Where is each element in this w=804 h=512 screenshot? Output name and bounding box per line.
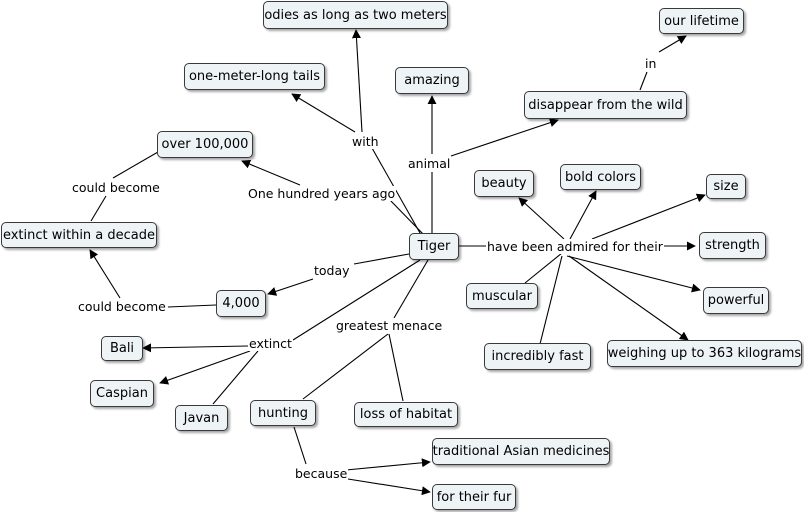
node-javan[interactable]: Javan [175,405,228,431]
node-weighing[interactable]: weighing up to 363 kilograms [607,340,802,367]
node-loss-of-habitat[interactable]: loss of habitat [354,402,458,427]
link-greatest-menace: greatest menace [335,318,444,333]
node-tiger[interactable]: Tiger [409,233,459,260]
node-bold-colors[interactable]: bold colors [560,164,641,190]
node-disappear[interactable]: disappear from the wild [524,91,687,119]
link-extinct: extinct [248,336,293,351]
node-hunting[interactable]: hunting [250,400,316,426]
node-beauty[interactable]: beauty [474,170,534,197]
connector-line [393,259,429,319]
link-with: with [351,134,380,149]
connector-arrow [518,197,565,240]
node-muscular[interactable]: muscular [466,283,538,309]
connector-line [387,197,426,237]
node-powerful[interactable]: powerful [703,287,769,314]
connector-arrow [159,350,251,385]
connector-line [302,333,389,400]
connector-arrow [267,278,314,296]
node-amazing[interactable]: amazing [395,67,469,94]
connector-line [524,252,563,284]
node-our-lifetime[interactable]: our lifetime [659,8,744,34]
node-strength[interactable]: strength [699,232,766,259]
connector-line [388,333,404,402]
connector-arrow [658,35,687,53]
connector-line [112,151,159,179]
connector-arrow [291,93,356,133]
connector-line [293,426,307,465]
link-could-become-top: could become [71,180,161,195]
connector-arrow [351,29,363,133]
connector-line [212,350,259,405]
connector-arrow [566,255,701,293]
connector-arrow [241,159,301,186]
connector-line [167,304,217,308]
connector-line [639,71,648,91]
node-over-100000[interactable]: over 100,000 [157,131,253,158]
node-incredibly-fast[interactable]: incredibly fast [484,343,591,370]
connector-arrow [569,190,597,240]
connector-line [292,259,421,341]
connector-line [539,255,563,345]
link-hundred-years-ago: One hundred years ago [247,186,397,201]
node-bali[interactable]: Bali [101,336,143,361]
link-animal: animal [407,156,452,171]
node-size[interactable]: size [706,174,746,199]
connector-line [90,195,107,222]
node-4000[interactable]: 4,000 [216,290,266,317]
link-because: because [294,466,349,481]
link-today: today [313,263,351,278]
node-tails[interactable]: one-meter-long tails [184,63,325,90]
node-traditional-medicines[interactable]: traditional Asian medicines [432,438,610,465]
connector-arrow [89,249,121,299]
node-bodies[interactable]: odies as long as two meters [263,1,448,29]
link-admired: have been admired for their [486,239,664,254]
connector-arrow [568,255,689,341]
connector-line [353,253,410,265]
connector-arrow [347,478,431,496]
connector-arrow [450,118,559,157]
connector-arrow [345,458,431,471]
node-caspian[interactable]: Caspian [90,380,154,407]
connector-arrow [142,343,249,353]
node-extinct-decade[interactable]: extinct within a decade [1,222,157,248]
node-for-their-fur[interactable]: for their fur [432,484,516,510]
link-could-become-bottom: could become [77,299,167,314]
connector-arrow [591,193,706,240]
link-in: in [644,56,658,71]
